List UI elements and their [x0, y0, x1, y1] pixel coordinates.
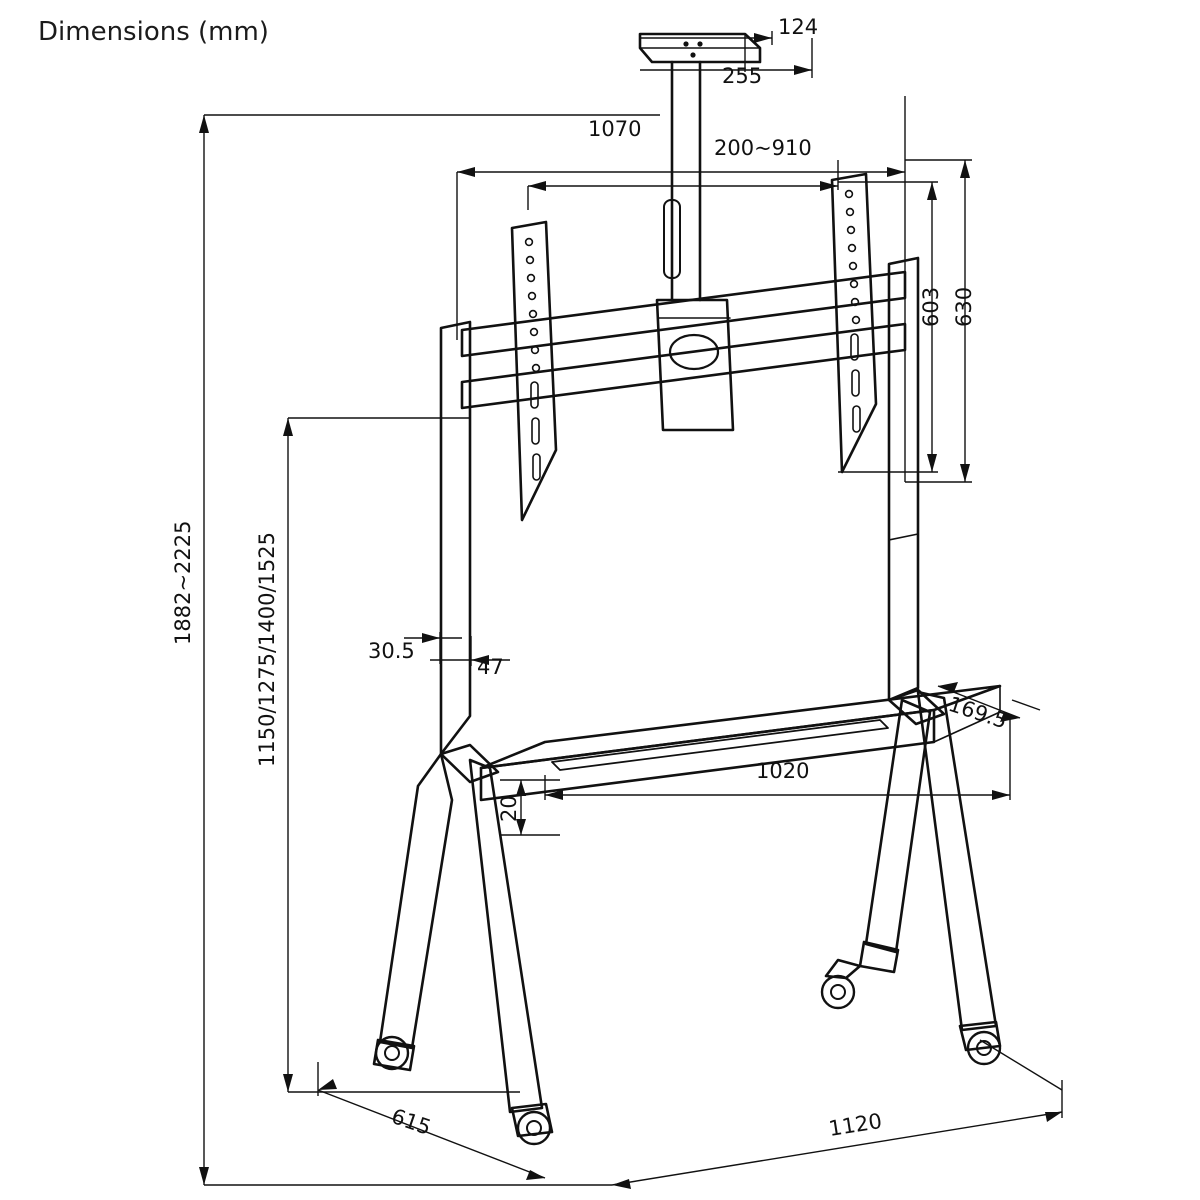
top-plate-hole-1 [683, 41, 689, 47]
caster-right-rear-fork [824, 958, 862, 980]
label-overall-height: 1882~2225 [171, 521, 195, 645]
right-vesa-strip-edge [841, 403, 877, 473]
arrow-down-screen [283, 1074, 293, 1092]
left-vesa-holes [524, 237, 541, 481]
dimension-arrowheads [199, 33, 1062, 1189]
arrow-right-1020 [992, 790, 1010, 800]
right-rear-leg [864, 698, 932, 954]
label-screen-height: 1150/1275/1400/1525 [255, 532, 279, 767]
label-615: 615 [388, 1104, 434, 1140]
caster-right-rear-wheel [820, 974, 856, 1010]
label-1120: 1120 [827, 1109, 884, 1141]
arrow-615-left [318, 1079, 337, 1090]
right-leg-joint [887, 688, 946, 726]
shelf-right-edge [933, 685, 1001, 743]
left-leg-joint [439, 743, 500, 784]
arrow-30-5 [422, 633, 440, 643]
arrow-right-1070 [887, 167, 905, 177]
caster-left-rear-wheel [374, 1035, 410, 1071]
shelf-front [479, 708, 936, 802]
arrow-down-603 [927, 454, 937, 472]
arrow-1120-right [1045, 1112, 1062, 1122]
label-255: 255 [722, 64, 762, 88]
shelf-groove [551, 719, 889, 771]
label-124: 124 [778, 15, 818, 39]
caster-left-front-hub [526, 1120, 542, 1136]
arrow-up-overall [199, 115, 209, 133]
arrow-down-overall [199, 1167, 209, 1185]
arrow-left-200910 [528, 181, 546, 191]
arrow-1120-left [612, 1179, 631, 1189]
arrow-left-1070 [457, 167, 475, 177]
left-front-leg [468, 758, 544, 1114]
left-rear-leg [378, 752, 454, 1050]
right-vesa-holes [844, 189, 861, 433]
caster-left-rear-hub [384, 1045, 400, 1061]
label-603: 603 [919, 287, 943, 327]
top-plate-hole-3 [690, 52, 696, 58]
label-1020: 1020 [756, 759, 809, 783]
page-title: Dimensions (mm) [38, 17, 269, 47]
arrow-47 [471, 655, 489, 665]
top-plate-hole-2 [697, 41, 703, 47]
center-column [670, 60, 702, 302]
lower-cross-rail [460, 322, 907, 410]
dimension-labels: 124 255 1070 200~910 603 630 1882~2225 1… [171, 15, 1010, 1141]
arrow-169-5 [1000, 712, 1020, 722]
label-20: 20 [497, 795, 521, 822]
cart-outline [372, 32, 1002, 1146]
dimension-lines [203, 31, 1063, 1186]
caster-right-front-hub [976, 1040, 992, 1056]
ext-1120-caster [979, 1039, 1063, 1091]
dim-1120-line [611, 1111, 1063, 1186]
label-630: 630 [952, 287, 976, 327]
arrow-615-right [526, 1170, 545, 1180]
arrow-up-20 [516, 780, 526, 796]
label-200-910: 200~910 [714, 136, 812, 160]
dim-615-line [317, 1089, 546, 1179]
right-upright-joint [888, 533, 919, 541]
caster-right-rear-body [858, 940, 900, 974]
caster-right-rear-hub [830, 984, 846, 1000]
left-upright [439, 320, 472, 756]
column-slot [663, 199, 681, 279]
arrow-down-630 [960, 464, 970, 482]
casters [372, 940, 1002, 1146]
label-47: 47 [477, 655, 504, 679]
upper-cross-rail [460, 270, 907, 358]
label-1070: 1070 [588, 117, 641, 141]
arrow-down-20 [516, 819, 526, 835]
arrow-right-200910 [820, 181, 838, 191]
caster-left-front-body [510, 1102, 554, 1138]
title-group: Dimensions (mm) [38, 17, 269, 47]
caster-right-front-wheel [966, 1030, 1002, 1066]
ext-169-5 [1011, 699, 1041, 711]
arrow-up-screen [283, 418, 293, 436]
arrow-255 [794, 65, 812, 75]
mount-housing [655, 298, 735, 432]
arrow-left-1020 [545, 790, 563, 800]
arrow-169-5b [938, 682, 958, 692]
arrow-up-630 [960, 160, 970, 178]
label-30-5: 30.5 [368, 639, 415, 663]
arrow-up-603 [927, 182, 937, 200]
arrow-124 [754, 33, 772, 43]
left-vesa-strip-edge [521, 449, 557, 521]
caster-left-front-wheel [516, 1110, 552, 1146]
mount-housing-oval [668, 333, 720, 371]
